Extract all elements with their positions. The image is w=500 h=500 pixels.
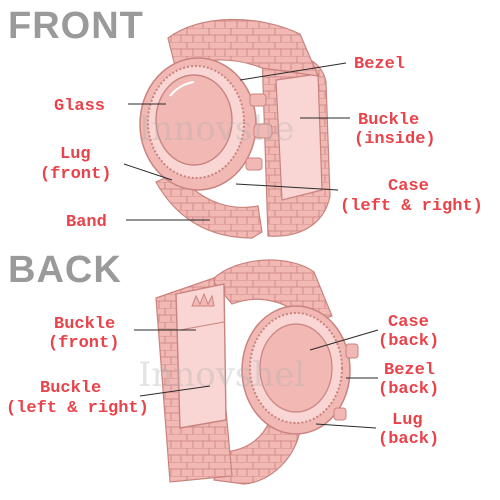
label-buckle-front-line1: Buckle [54, 315, 115, 334]
label-buckle-lr-line2: (left & right) [6, 399, 149, 418]
back-leader-lines [134, 329, 379, 429]
label-case-line2: (left & right) [340, 197, 483, 216]
label-lug-back-line1: Lug [392, 411, 423, 430]
label-lug-front-line1: Lug [60, 145, 91, 164]
label-buckle-inside-line1: Buckle [358, 111, 419, 130]
label-band: Band [66, 213, 107, 232]
label-case-back-line1: Case [388, 313, 429, 332]
front-leader-lines [123, 62, 350, 221]
label-lug-back-line2: (back) [378, 430, 439, 449]
watermark: Innovshe [138, 109, 294, 149]
label-bezel: Bezel [354, 55, 405, 74]
crown-icon [191, 292, 215, 307]
watermark-back: Innovshel [138, 355, 305, 395]
heading-front: FRONT [8, 5, 144, 47]
label-glass: Glass [54, 97, 105, 116]
label-bezel-back-line2: (back) [378, 380, 439, 399]
watch-back-illustration [155, 259, 359, 485]
watch-front-illustration [139, 18, 331, 239]
label-case-line1: Case [388, 177, 429, 196]
label-case-back-line2: (back) [378, 332, 439, 351]
label-bezel-back-line1: Bezel [384, 361, 435, 380]
label-buckle-lr-line1: Buckle [40, 379, 101, 398]
label-buckle-inside-line2: (inside) [354, 130, 436, 149]
label-lug-front-line2: (front) [40, 165, 111, 184]
label-buckle-front-line2: (front) [48, 334, 119, 353]
heading-back: BACK [8, 249, 122, 291]
